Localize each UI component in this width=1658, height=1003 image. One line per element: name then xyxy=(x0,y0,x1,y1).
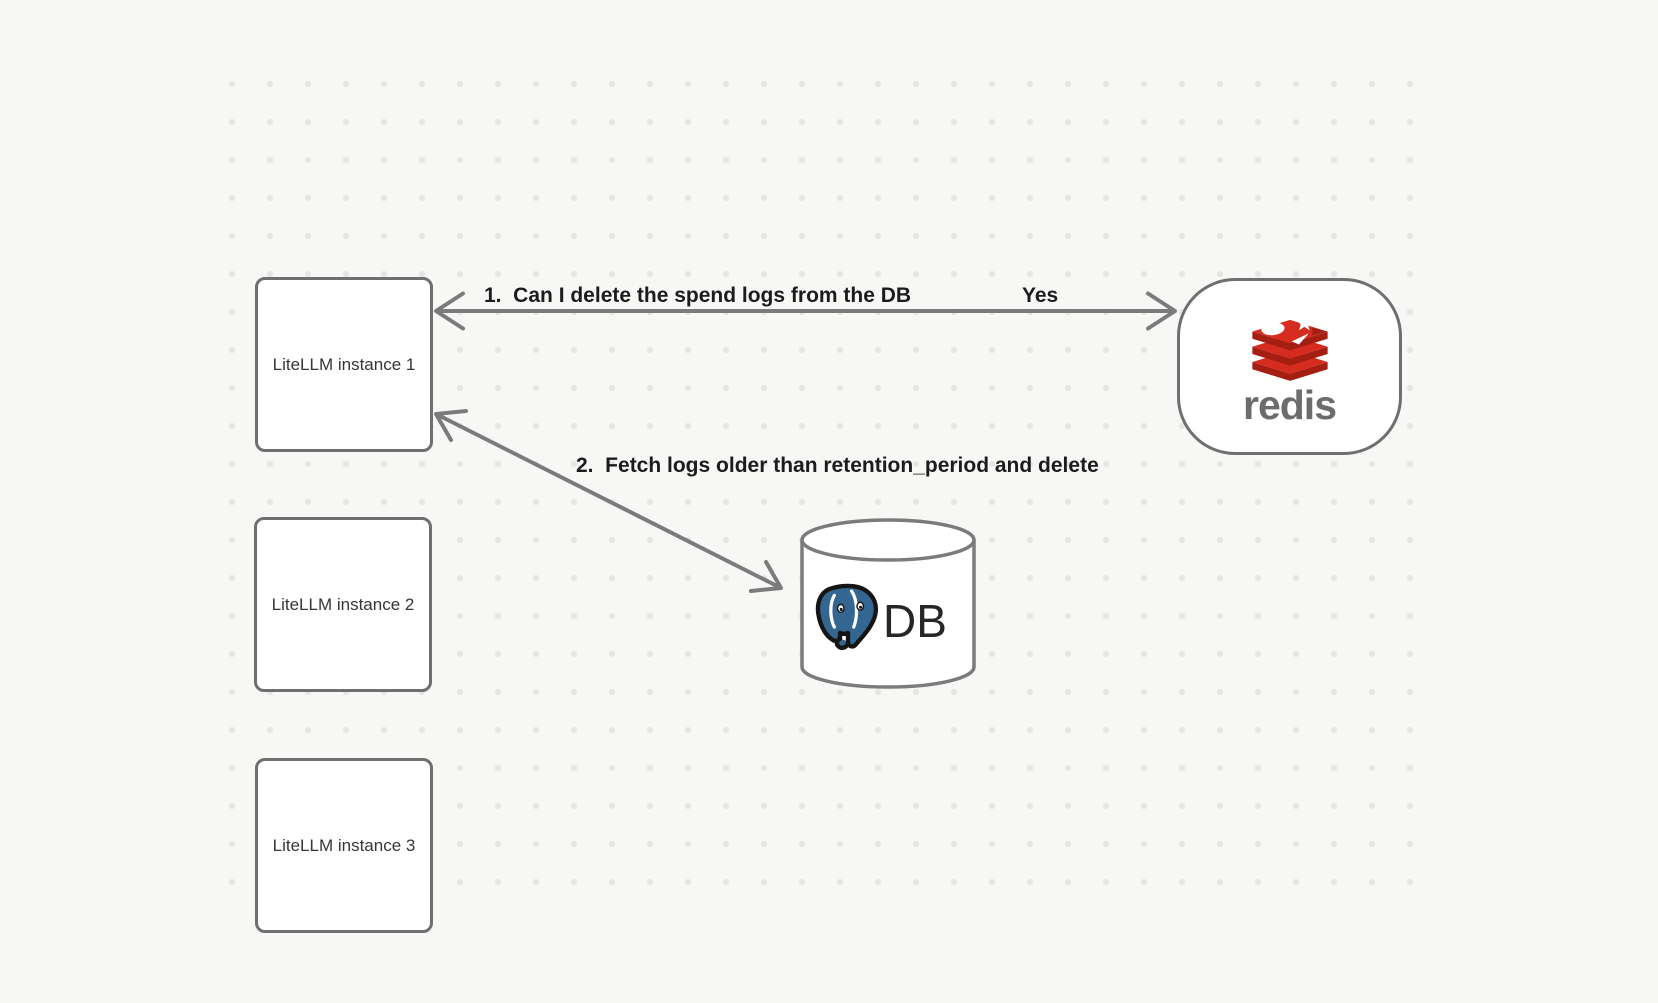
node-db[interactable]: DB xyxy=(799,518,977,690)
db-cylinder-shape xyxy=(800,518,976,689)
node-redis[interactable]: redis xyxy=(1177,278,1402,455)
edge1-response-label[interactable]: Yes xyxy=(1022,284,1059,307)
db-label: DB xyxy=(883,595,947,647)
redis-wordmark: redis xyxy=(1243,381,1337,428)
node-label: LiteLLM instance 1 xyxy=(272,354,416,374)
node-litellm-instance-2[interactable]: LiteLLM instance 2 xyxy=(254,517,432,692)
node-litellm-instance-1[interactable]: LiteLLM instance 1 xyxy=(255,277,433,452)
node-label: LiteLLM instance 3 xyxy=(272,835,416,855)
edge2-label[interactable]: 2. Fetch logs older than retention_perio… xyxy=(576,454,1099,477)
postgresql-elephant-icon xyxy=(815,583,878,650)
node-label: LiteLLM instance 2 xyxy=(271,594,415,614)
edge1-label[interactable]: 1. Can I delete the spend logs from the … xyxy=(484,284,912,307)
node-litellm-instance-3[interactable]: LiteLLM instance 3 xyxy=(255,758,433,933)
edge-instance1-db[interactable] xyxy=(434,409,783,593)
redis-cube-stack-icon xyxy=(1251,313,1328,381)
edge-instance1-redis[interactable] xyxy=(434,291,1177,331)
